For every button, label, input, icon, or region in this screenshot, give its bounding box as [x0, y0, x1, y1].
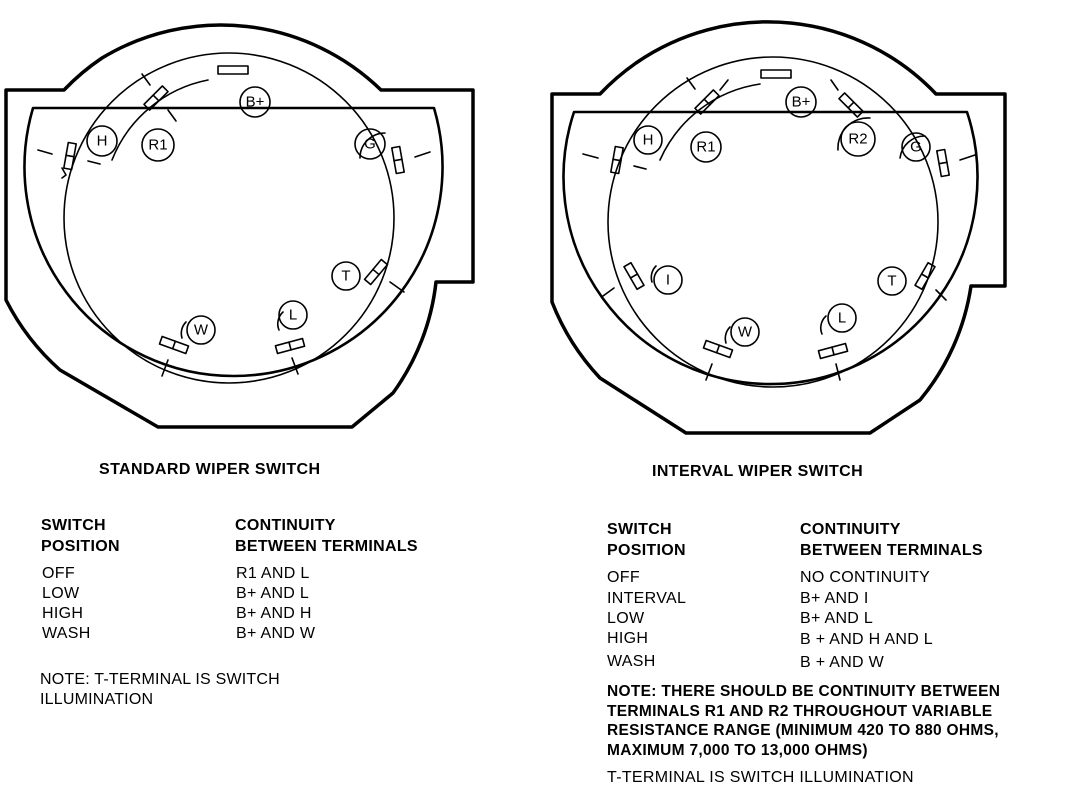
- standard-terminal-circles: [86, 86, 386, 345]
- interval-row-position: HIGH: [607, 630, 649, 647]
- interval-row-position: WASH: [607, 653, 656, 670]
- standard-contact-l: [274, 337, 306, 355]
- standard-col-continuity-header: CONTINUITY BETWEEN TERMINALS: [235, 515, 418, 557]
- interval-contacts: [582, 69, 976, 381]
- interval-row-continuity: B+ AND I: [800, 590, 869, 607]
- interval-row-continuity: B + AND W: [800, 654, 885, 671]
- interval-title: INTERVAL WIPER SWITCH: [652, 463, 864, 480]
- standard-col-position-header: SWITCH POSITION: [41, 515, 120, 557]
- standard-housing-outline: [4, 23, 475, 429]
- standard-contact-h: [63, 141, 77, 171]
- standard-note: NOTE: T-TERMINAL IS SWITCH ILLUMINATION: [40, 670, 280, 710]
- interval-note-line3: RESISTANCE RANGE (MINIMUM 420 TO 880 OHM…: [607, 722, 999, 739]
- standard-label-w: W: [194, 322, 209, 339]
- interval-col-continuity-line1: CONTINUITY: [800, 521, 901, 538]
- standard-contact-r1: [143, 85, 169, 111]
- standard-label-h: H: [97, 133, 108, 150]
- standard-row-continuity: B+ AND W: [236, 625, 316, 642]
- standard-label-l: L: [289, 307, 297, 324]
- standard-row-continuity: B+ AND H: [236, 605, 312, 622]
- standard-label-bplus: B+: [246, 94, 265, 111]
- standard-row-position: LOW: [42, 585, 80, 602]
- interval-contact-l: [817, 342, 849, 360]
- standard-col-position-line1: SWITCH: [41, 517, 106, 534]
- standard-switch-body: [4, 23, 475, 429]
- interval-row-continuity: B+ AND L: [800, 610, 874, 627]
- standard-terminal-ring: [63, 52, 395, 384]
- interval-contact-h: [610, 145, 624, 175]
- interval-row-continuity: NO CONTINUITY: [800, 569, 931, 586]
- interval-col-position-header: SWITCH POSITION: [607, 519, 686, 561]
- interval-terminal-ring: [607, 56, 939, 388]
- interval-arc-left: [659, 83, 761, 161]
- interval-row-position: LOW: [607, 610, 645, 627]
- standard-col-continuity-line2: BETWEEN TERMINALS: [235, 538, 418, 555]
- interval-contact-i: [623, 261, 645, 291]
- interval-terminal-circles: [633, 86, 931, 347]
- standard-row-position: HIGH: [42, 605, 84, 622]
- interval-note2: T-TERMINAL IS SWITCH ILLUMINATION: [607, 769, 914, 786]
- interval-note-line1: NOTE: THERE SHOULD BE CONTINUITY BETWEEN: [607, 683, 1001, 700]
- interval-label-bplus: B+: [792, 94, 811, 111]
- standard-note-line2: ILLUMINATION: [40, 691, 154, 708]
- interval-note-line4: MAXIMUM 7,000 TO 13,000 OHMS): [607, 741, 868, 759]
- standard-col-continuity-line1: CONTINUITY: [235, 517, 336, 534]
- interval-label-l: L: [838, 310, 846, 327]
- interval-col-position-line1: SWITCH: [607, 521, 672, 538]
- interval-contact-r2: [838, 92, 864, 118]
- standard-contact-bplus: [217, 65, 249, 75]
- standard-contact-w: [158, 335, 190, 355]
- standard-title: STANDARD WIPER SWITCH: [99, 461, 321, 478]
- interval-row-continuity: B + AND H AND L: [800, 631, 933, 648]
- standard-label-g: G: [364, 136, 376, 153]
- interval-row-position: INTERVAL: [607, 590, 687, 607]
- interval-label-g: G: [910, 139, 922, 156]
- standard-row-position: OFF: [42, 565, 75, 582]
- interval-contact-t: [914, 261, 936, 291]
- interval-contact-r1: [694, 89, 720, 115]
- interval-contact-g: [936, 148, 950, 178]
- interval-housing-outline: [550, 20, 1007, 435]
- interval-col-continuity-header: CONTINUITY BETWEEN TERMINALS: [800, 519, 983, 561]
- interval-col-continuity-line2: BETWEEN TERMINALS: [800, 542, 983, 559]
- standard-label-t: T: [341, 268, 350, 285]
- interval-label-t: T: [887, 273, 896, 290]
- interval-contact-bplus: [760, 69, 792, 79]
- standard-note-line1: NOTE: T-TERMINAL IS SWITCH: [40, 671, 280, 688]
- standard-row-continuity: B+ AND L: [236, 585, 310, 602]
- interval-label-w: W: [738, 324, 753, 341]
- standard-inner-rim: [23, 106, 444, 378]
- standard-contacts: [37, 65, 431, 377]
- interval-note-line2: TERMINALS R1 AND R2 THROUGHOUT VARIABLE: [607, 702, 993, 720]
- standard-row-continuity: R1 AND L: [236, 565, 310, 582]
- interval-arc-g: [899, 135, 926, 159]
- standard-row-position: WASH: [42, 625, 91, 642]
- interval-switch-body: [550, 20, 1007, 435]
- interval-label-r2: R2: [848, 131, 867, 148]
- interval-contact-w: [702, 339, 734, 359]
- standard-col-position-line2: POSITION: [41, 538, 120, 555]
- interval-inner-rim: [562, 110, 979, 386]
- interval-label-h: H: [643, 132, 654, 149]
- interval-row-position: OFF: [607, 569, 640, 586]
- interval-label-r1: R1: [696, 139, 715, 156]
- interval-col-position-line2: POSITION: [607, 542, 686, 559]
- interval-label-i: I: [666, 272, 670, 289]
- standard-contact-t: [363, 258, 389, 286]
- interval-note: NOTE: THERE SHOULD BE CONTINUITY BETWEEN…: [607, 682, 1000, 760]
- standard-label-r1: R1: [148, 137, 167, 154]
- standard-contact-g: [391, 145, 405, 175]
- standard-arc-left: [111, 79, 209, 161]
- wiper-switch-diagrams: B+ H R1 G T W L B+ H R1 R2 G I T W L: [4, 20, 1007, 435]
